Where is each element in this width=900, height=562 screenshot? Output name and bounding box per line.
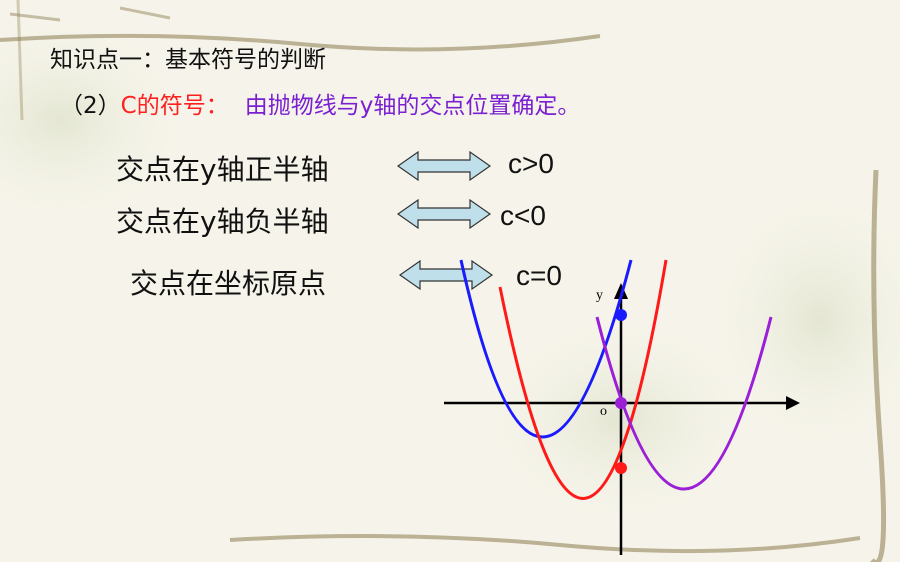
double-arrow-icon: [396, 198, 492, 230]
c-sign-rule: 由抛物线与y轴的交点位置确定。: [244, 93, 581, 119]
double-arrow-icon: [398, 259, 494, 291]
double-arrow-icon: [396, 150, 492, 182]
parabola-graph: y o: [444, 259, 800, 555]
c-sign-label: C的符号：: [120, 93, 229, 119]
red-intercept-dot: [615, 462, 627, 474]
subheading-number: （2）: [60, 93, 121, 119]
row-label-positive: 交点在y轴正半轴: [116, 153, 329, 186]
purple-intercept-dot: [615, 397, 627, 409]
condition-negative: c<0: [500, 200, 546, 231]
x-axis-arrow-icon: [786, 396, 800, 410]
slide-heading: 知识点一：基本符号的判断: [50, 47, 326, 73]
condition-positive: c>0: [508, 148, 554, 179]
red-parabola: [498, 259, 668, 500]
blue-intercept-dot: [615, 309, 627, 321]
y-axis-label: y: [596, 288, 603, 303]
row-label-negative: 交点在y轴负半轴: [116, 205, 329, 238]
condition-origin: c=0: [516, 260, 562, 291]
origin-label: o: [600, 404, 607, 419]
row-label-origin: 交点在坐标原点: [130, 267, 327, 300]
subheading: （2）C的符号： 由抛物线与y轴的交点位置确定。: [60, 86, 580, 120]
y-axis-arrow-icon: [614, 283, 628, 299]
